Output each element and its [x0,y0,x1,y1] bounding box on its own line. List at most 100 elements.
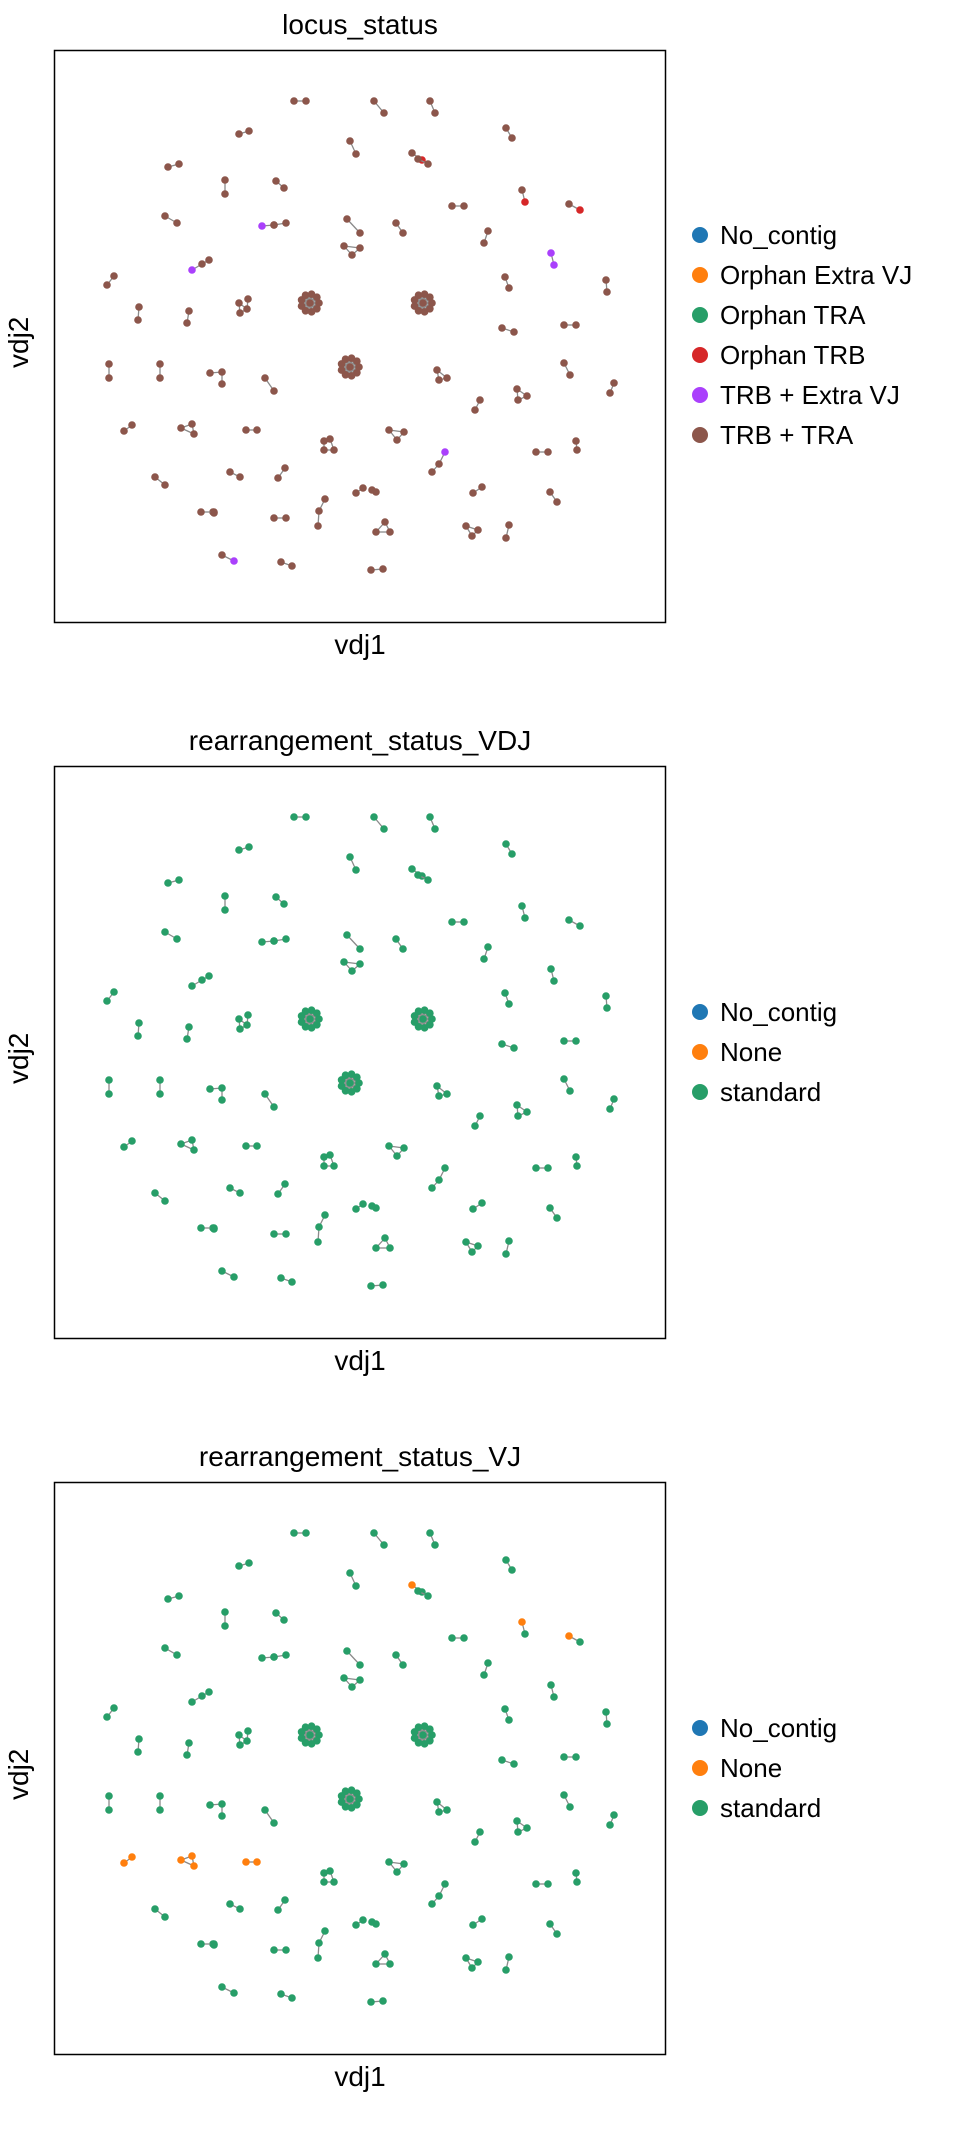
cell-point [385,1142,393,1150]
clone-cluster [606,379,618,397]
cell-point [161,1197,169,1205]
plot-frame [53,49,667,624]
cell-point [385,1858,393,1866]
cell-point [381,1234,389,1242]
cell-point [480,239,488,247]
clone-cluster [314,495,329,530]
cell-point [572,321,580,329]
legend-marker [692,387,708,403]
cell-point [428,1731,436,1739]
clone-cluster [197,1224,218,1232]
clone-cluster [560,1753,580,1761]
cell-point [235,1562,243,1570]
cell-point [553,1214,561,1222]
clone-cluster [346,1569,360,1590]
cell-point [603,1720,611,1728]
cell-point [315,1015,323,1023]
cell-point [501,273,509,281]
clone-cluster [370,97,388,117]
cell-point [380,1541,388,1549]
cell-point [198,976,206,984]
cell-point [218,368,226,376]
clone-cluster [272,177,288,192]
cell-point [274,1190,282,1198]
clone-cluster [560,321,580,329]
clone-cluster [151,1905,169,1921]
cell-point [505,1237,513,1245]
cell-point [270,1230,278,1238]
cell-point [281,1180,289,1188]
panel-locus-status: locus_status vdj1 vdj2 No_contig Orphan … [0,0,958,700]
clone-cluster [367,1281,387,1290]
cell-point [474,1242,482,1250]
clone-cluster [565,1632,584,1646]
y-axis-label: vdj2 [3,316,34,368]
clone-cluster [572,437,581,454]
chart-title: rearrangement_status_VDJ [188,725,532,756]
legend-item: Orphan Extra VJ [692,255,912,295]
cell-point [307,308,316,316]
cell-point [270,221,278,229]
clone-cluster [547,965,558,985]
cell-point [128,421,136,429]
cell-point [513,1817,521,1825]
cell-point [603,288,611,296]
clone-cluster [277,1274,296,1286]
cell-point [218,551,226,559]
clone-cluster [177,1136,198,1154]
clone-hub [337,1786,363,1812]
clone-hub [297,290,323,316]
cell-point [606,1105,614,1113]
clone-cluster [164,876,183,887]
clone-cluster [156,1076,164,1098]
cell-point [183,1751,191,1759]
clone-cluster [368,486,380,496]
clone-cluster [320,1151,338,1170]
cell-point [206,1801,214,1809]
cell-point [566,1087,574,1095]
cell-point [314,522,322,530]
cell-point [235,1015,243,1023]
cell-point [386,1244,394,1252]
chart-title: rearrangement_status_VJ [198,1441,522,1472]
cell-point [281,1896,289,1904]
cell-point [245,1559,253,1567]
cell-point [161,212,169,220]
cell-point [566,371,574,379]
cell-point [302,97,310,105]
cell-point [502,1966,510,1974]
clone-cluster [218,1267,238,1281]
cell-point [320,1878,328,1886]
cell-point [261,1806,269,1814]
legend: No_contig None standard [692,1708,837,1828]
cell-point [244,295,252,303]
clone-cluster [433,1082,451,1100]
cell-point [320,446,328,454]
cell-point [156,374,164,382]
legend-marker [692,1004,708,1020]
cell-point [372,488,380,496]
cell-point [474,1958,482,1966]
cell-point [274,474,282,482]
clone-cluster [513,1101,531,1120]
clone-hub [410,1722,436,1748]
cell-point [502,124,510,132]
clone-cluster [428,1880,449,1908]
cell-point [565,916,573,924]
cell-point [245,843,253,851]
cell-point [341,1787,350,1796]
cell-point [235,846,243,854]
clone-cluster [134,1019,143,1040]
clone-cluster [221,1608,229,1630]
cell-point [550,1693,558,1701]
cell-point [514,1828,522,1836]
cell-point [161,1913,169,1921]
cell-point [544,1164,552,1172]
clone-cluster [368,1202,380,1212]
cell-point [244,1011,252,1019]
cell-point [372,1960,380,1968]
cell-point [379,1997,387,2005]
cell-point [188,266,196,274]
clone-cluster [261,1806,278,1827]
cell-point [484,227,492,235]
